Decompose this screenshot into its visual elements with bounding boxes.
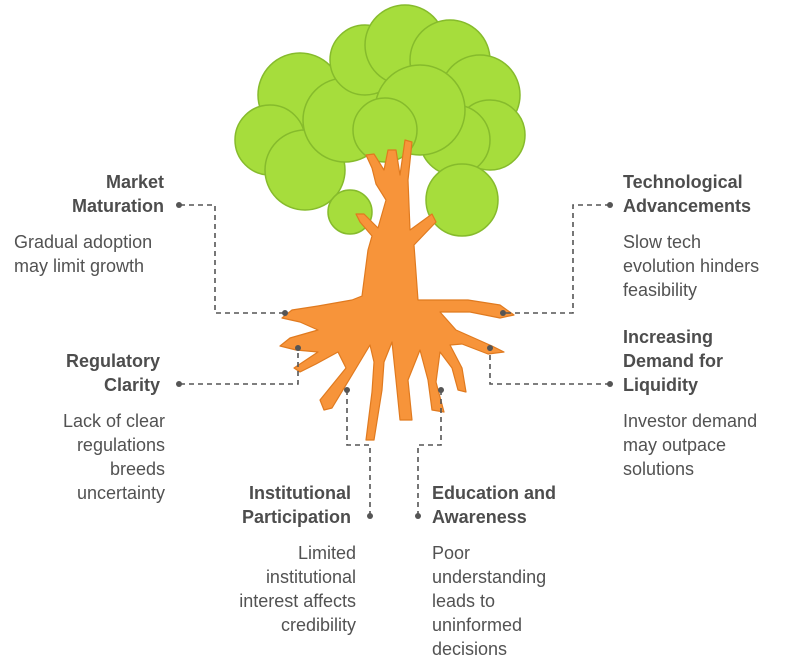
dot-education-tree [438, 387, 444, 393]
connector-increasing-demand [489, 348, 610, 385]
education-awareness-description: Poor understanding leads to uninformed d… [432, 543, 547, 659]
connector-institutional-participation [346, 390, 371, 516]
dot-market-label [176, 202, 182, 208]
dot-tech-tree [500, 310, 506, 316]
connectors [180, 204, 610, 516]
dot-tech-label [607, 202, 613, 208]
institutional-participation-title: Institutional Participation [241, 483, 351, 527]
market-maturation-description: Gradual adoption may limit growth [14, 232, 153, 276]
connector-technological-advancements [503, 204, 610, 314]
connector-market-maturation [180, 204, 285, 314]
connector-dots [176, 202, 613, 519]
dot-demand-label [607, 381, 613, 387]
dot-education-label [415, 513, 421, 519]
education-awareness-title: Education and Awareness [432, 483, 557, 527]
dot-regulatory-label [176, 381, 182, 387]
increasing-demand-description: Investor demand may outpace solutions [623, 411, 758, 479]
increasing-demand-title: Increasing Demand for Liquidity [623, 327, 724, 395]
dot-demand-tree [487, 345, 493, 351]
dot-regulatory-tree [295, 345, 301, 351]
market-maturation-title: Market Maturation [72, 172, 164, 216]
regulatory-clarity-description: Lack of clear regulations breeds uncerta… [62, 411, 165, 503]
technological-advancements-title: Technological Advancements [623, 172, 752, 216]
connector-education-awareness [417, 390, 442, 516]
tree-foliage [234, 4, 526, 237]
dot-institutional-tree [344, 387, 350, 393]
regulatory-clarity-title: Regulatory Clarity [65, 351, 160, 395]
dot-institutional-label [367, 513, 373, 519]
connector-regulatory-clarity [180, 348, 299, 385]
technological-advancements-description: Slow tech evolution hinders feasibility [623, 232, 760, 300]
institutional-participation-description: Limited institutional interest affects c… [239, 543, 356, 635]
tree-trunk [279, 139, 515, 441]
dot-market-tree [282, 310, 288, 316]
